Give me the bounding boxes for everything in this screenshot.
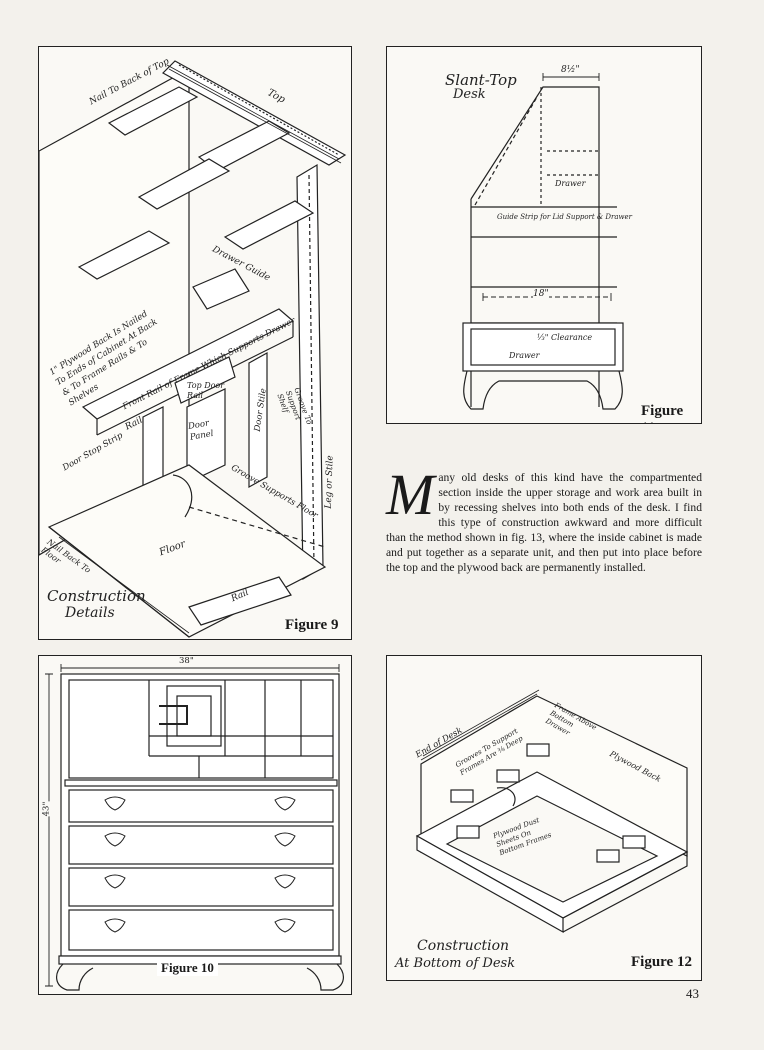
figure-10-drawing [45,664,344,991]
figure-11-panel: Slant-Top Desk 8½" Drawer Guide Strip fo… [386,46,702,424]
figure-9-panel: Nail To Back of Top Top Drawer Guide 1" … [38,46,352,640]
label-drawer-bottom: Drawer [509,351,540,360]
figure-12-drawing [415,689,689,934]
figure-11-drawing [462,73,624,410]
body-text-content: any old desks of this kind have the comp… [386,471,702,574]
figure-12-label: Figure 12 [627,954,696,971]
figure-12-caption-line1: Construction [417,938,510,954]
figure-9-label: Figure 9 [281,617,343,634]
note-guide-strip: Guide Strip for Lid Support & Drawer [497,213,632,221]
figure-11-label: Figure 11 [637,403,701,423]
figure-9-caption-line1: Construction [47,587,146,605]
dim-height-43: 43" [41,801,52,817]
figure-12-caption-line2: At Bottom of Desk [395,956,516,971]
drop-cap: M [386,462,435,527]
figure-11-title-line2: Desk [453,87,486,102]
dim-18: 18" [533,289,549,299]
figure-9-caption-line2: Details [65,605,115,621]
dim-width-38: 38" [179,656,194,666]
figure-9-drawing [39,60,347,638]
note-top-door-rail: Top Door Rail [187,381,225,400]
note-clearance: ⅓" Clearance [537,333,593,342]
note-leg-or-stile: Leg or Stile [323,455,336,509]
figure-10-label: Figure 10 [157,960,218,976]
figure-12-panel: End of Desk Grooves To Support Frames Ar… [386,655,702,981]
page-number: 43 [686,986,699,1001]
label-drawer-upper: Drawer [555,179,586,188]
dim-top-width: 8½" [561,65,580,75]
figure-10-panel: 38" 43" Figure 10 [38,655,352,995]
figure-11-title-line1: Slant-Top [445,71,517,89]
